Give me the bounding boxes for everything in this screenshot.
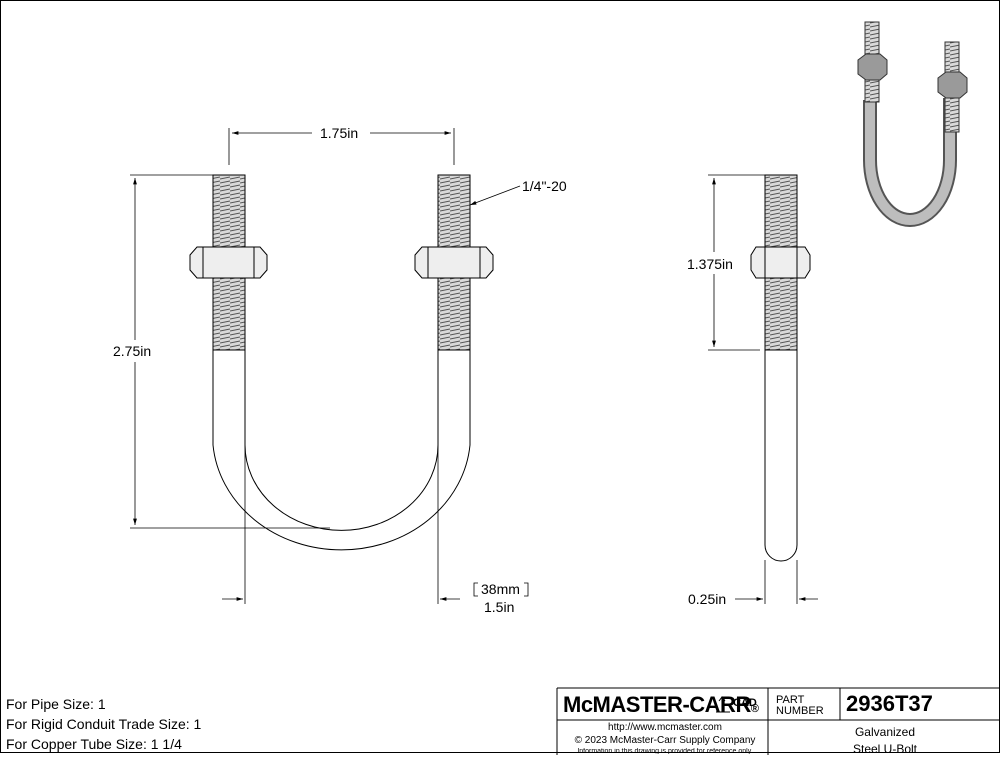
side-view xyxy=(750,174,811,562)
dim-rod-diameter: 0.25in xyxy=(688,591,727,607)
dim-thread-spec: 1/4"-20 xyxy=(522,178,567,194)
front-view xyxy=(189,174,494,551)
note-pipe-size: For Pipe Size: 1 xyxy=(6,696,106,712)
title-block xyxy=(556,687,1000,755)
copyright-text: © 2023 McMaster-Carr Supply Company xyxy=(574,735,756,746)
right-nut xyxy=(414,246,494,279)
part-number-label: PART NUMBER xyxy=(776,694,824,717)
side-dimensions xyxy=(708,174,818,604)
note-copper-size: For Copper Tube Size: 1 1/4 xyxy=(6,736,182,752)
note-conduit-size: For Rigid Conduit Trade Size: 1 xyxy=(6,716,202,732)
website-link[interactable]: http://www.mcmaster.com xyxy=(608,722,722,733)
side-nut xyxy=(750,246,811,279)
isometric-view xyxy=(857,21,968,227)
left-nut xyxy=(189,246,268,279)
dim-thread-length: 1.375in xyxy=(687,256,733,272)
part-number: 2936T37 xyxy=(846,691,933,716)
u-bend-outer xyxy=(212,350,471,551)
dim-inner-mm: 38mm xyxy=(481,581,520,597)
part-description: Galvanized Steel U-Bolt xyxy=(852,725,918,756)
side-rod xyxy=(764,350,798,562)
dim-inner-in: 1.5in xyxy=(484,599,515,615)
brand-logo: McMASTER-CARR® xyxy=(563,692,759,717)
dim-width-top: 1.75in xyxy=(320,125,359,141)
cad-label: CAD xyxy=(733,697,757,709)
dim-height: 2.75in xyxy=(113,343,152,359)
u-bend-inner xyxy=(244,350,439,531)
cad-logo-mark xyxy=(716,696,730,713)
front-dimensions xyxy=(130,128,529,604)
fitment-notes: For Pipe Size: 1 For Rigid Conduit Trade… xyxy=(6,694,201,754)
disclaimer-text: Information in this drawing is provided … xyxy=(577,748,753,754)
